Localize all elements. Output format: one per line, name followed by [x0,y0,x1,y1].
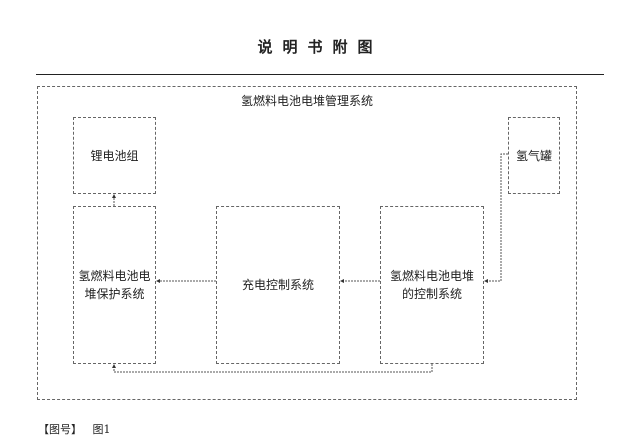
header-rule [36,74,604,75]
figure-caption: 【图号】 图1 [38,421,111,437]
arrowhead-icon [112,364,116,368]
lithium-battery-block: 锂电池组 [73,117,156,194]
stack-control-block: 氢燃料电池电堆的控制系统 [380,206,484,364]
arrowhead-icon [112,194,116,198]
charging-control-block: 充电控制系统 [216,206,340,364]
arrow-control-to-protection [113,364,433,373]
arrowhead-icon [340,279,344,283]
hydrogen-tank-label: 氢气罐 [515,148,552,163]
arrow-tank-to-control [486,153,508,282]
management-system-boundary [37,86,577,400]
system-title: 氢燃料电池电堆管理系统 [240,94,373,108]
arrowhead-icon [484,279,488,283]
charging-control-label: 充电控制系统 [241,278,314,292]
caption-figure: 图1 [92,423,111,436]
hydrogen-tank-block: 氢气罐 [508,117,560,194]
page-header: 说明书附图 [257,38,383,56]
arrowhead-icon [156,279,160,283]
lithium-battery-label: 锂电池组 [90,148,139,163]
protection-system-block: 氢燃料电池电堆保护系统 [73,206,156,364]
protection-system-label: 氢燃料电池电堆保护系统 [78,269,151,301]
caption-label: 【图号】 [38,423,82,436]
stack-control-label: 氢燃料电池电堆的控制系统 [389,269,474,301]
